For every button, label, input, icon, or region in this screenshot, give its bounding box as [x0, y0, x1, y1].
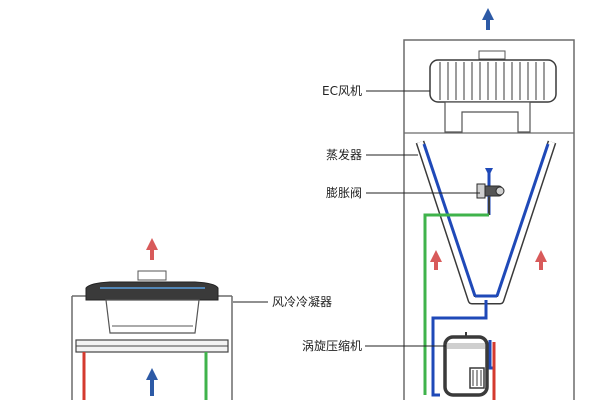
suction-line [431, 300, 488, 397]
leader-lines [233, 90, 480, 347]
indoor-cabinet [403, 39, 575, 400]
scroll-compressor-label: 涡旋压缩机 [301, 339, 362, 353]
expansion-valve-icon [476, 168, 505, 215]
expansion-valve-label: 膨胀阀 [325, 186, 362, 200]
arrow-up-icon [535, 250, 547, 270]
arrow-up-icon [482, 8, 494, 30]
arrow-up-icon [146, 238, 158, 260]
ec-fan-icon [429, 50, 557, 133]
outdoor-unit [71, 238, 233, 400]
fan-icon [85, 270, 219, 334]
indoor-unit [403, 8, 575, 400]
arrow-up-icon [430, 250, 442, 270]
air-cooled-condenser-label: 风冷冷凝器 [272, 295, 333, 309]
scroll-compressor-icon [443, 332, 489, 397]
arrow-up-icon [146, 368, 158, 396]
evaporator-coil [415, 140, 557, 305]
liquid-line [423, 213, 489, 395]
evaporator-label: 蒸发器 [325, 148, 362, 162]
ec-fan-label: EC风机 [322, 84, 362, 98]
